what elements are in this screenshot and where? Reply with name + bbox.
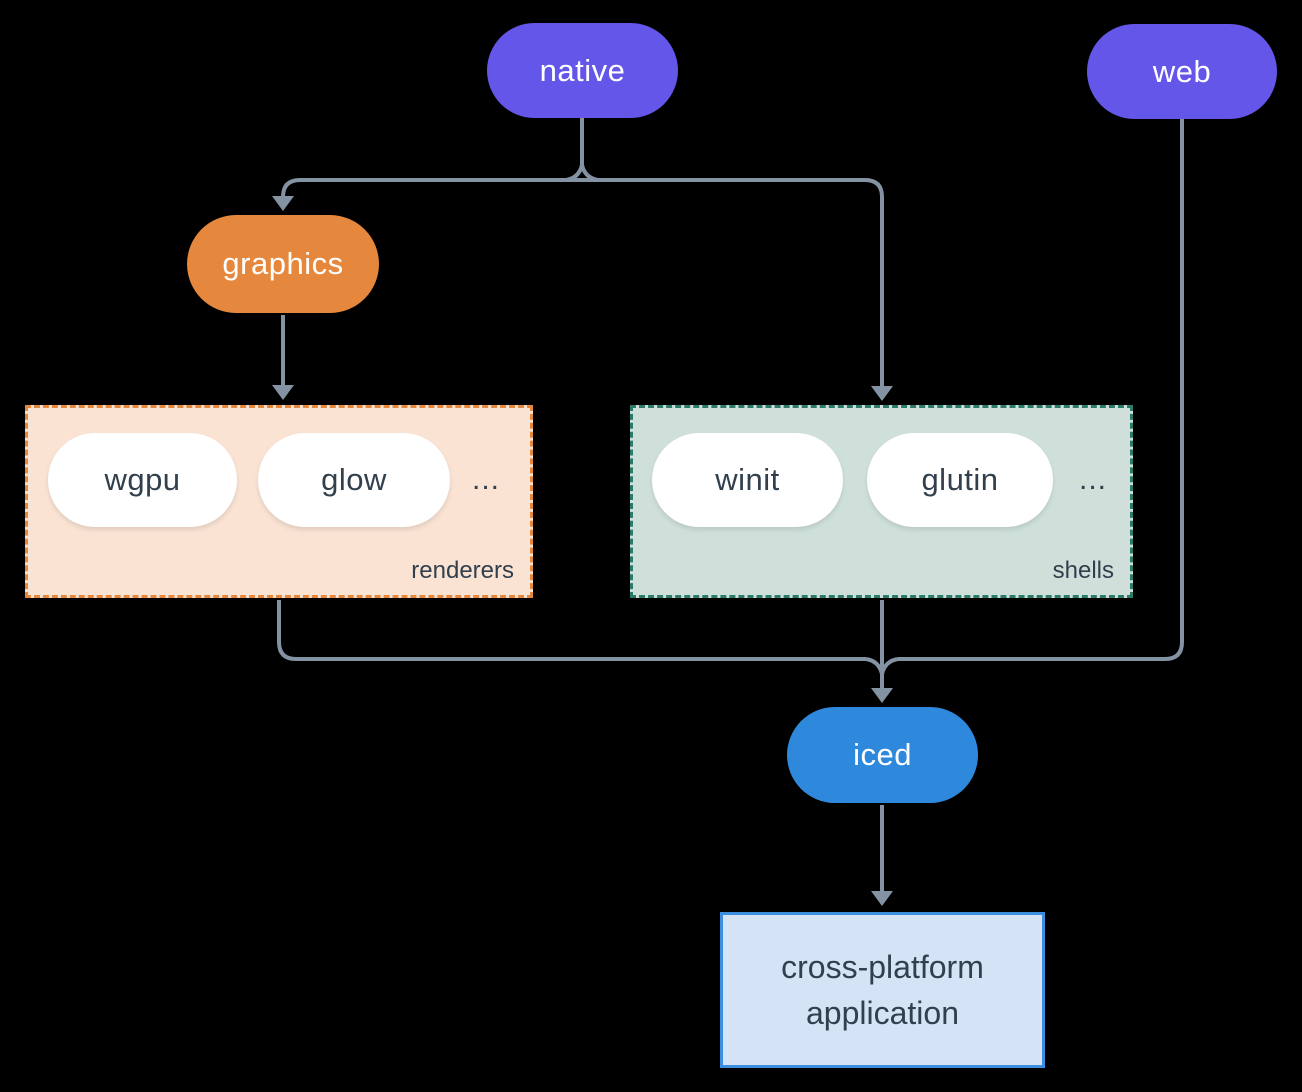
node-wgpu: wgpu: [48, 433, 237, 527]
node-winit: winit: [652, 433, 843, 527]
edge-web-junction: [898, 119, 1184, 661]
node-glow-label: glow: [321, 462, 387, 497]
edge-junction-flare-right: [880, 657, 899, 675]
node-iced-label: iced: [853, 737, 912, 772]
node-winit-label: winit: [715, 462, 780, 497]
node-native-label: native: [539, 52, 626, 88]
renderers-ellipsis: ...: [471, 463, 500, 496]
edge-native-flare-right: [580, 164, 599, 182]
edge-junction-flare-left: [865, 657, 884, 675]
node-iced: iced: [787, 707, 978, 803]
edge-renderers-junction: [277, 600, 866, 661]
shells-group-label: shells: [1052, 557, 1114, 584]
arrowhead-into-graphics: [272, 196, 294, 211]
node-native: native: [487, 23, 678, 118]
group-renderers: wgpu glow ... renderers: [25, 405, 533, 598]
node-web: web: [1087, 24, 1277, 119]
node-glow: glow: [258, 433, 450, 527]
group-shells: winit glutin ... shells: [630, 405, 1133, 598]
shells-ellipsis: ...: [1078, 463, 1107, 496]
node-wgpu-label: wgpu: [104, 462, 181, 497]
node-glutin: glutin: [867, 433, 1053, 527]
arrowhead-into-shells: [871, 386, 893, 401]
edge-branch-top: [281, 178, 884, 390]
node-graphics-label: graphics: [222, 246, 344, 281]
renderers-group-label: renderers: [411, 557, 514, 584]
node-glutin-label: glutin: [921, 462, 999, 497]
application-label-line1: cross-platform: [781, 949, 984, 985]
arrowhead-into-renderers: [272, 385, 294, 400]
node-cross-platform-application: cross-platform application: [720, 912, 1045, 1068]
node-web-label: web: [1152, 53, 1212, 89]
arrowhead-into-application: [871, 891, 893, 906]
edge-native-flare-left: [565, 164, 584, 182]
arrowhead-into-iced: [871, 688, 893, 703]
node-graphics: graphics: [187, 215, 379, 313]
application-label-line2: application: [806, 995, 959, 1031]
